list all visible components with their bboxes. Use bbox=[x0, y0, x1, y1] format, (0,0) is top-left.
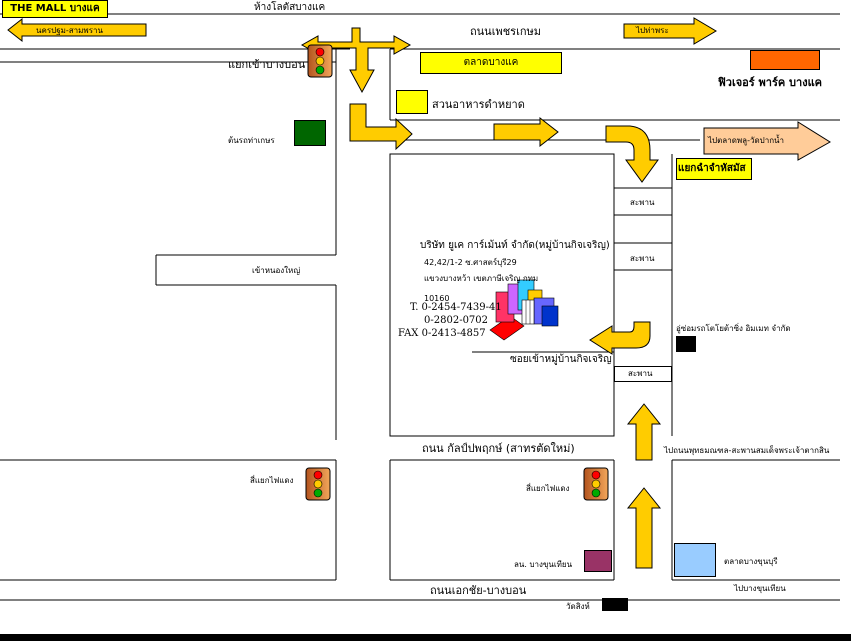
road-lines bbox=[0, 13, 840, 601]
building-icon bbox=[489, 279, 559, 341]
company-address1: 42,42/1-2 ซ.ศาสตร์บุรี29 bbox=[424, 258, 517, 267]
label-department: ตลาดบางขุนบุรี bbox=[724, 557, 778, 566]
label-bridge-3: สะพาน bbox=[628, 369, 653, 378]
future-park-marker bbox=[750, 50, 820, 70]
label-top-road: ห้างโลตัสบางแค bbox=[254, 2, 326, 13]
label-to-rama2: ไปถนนพุทธมณฑล-สะพานสมเด็จพระเจ้าตากสิน bbox=[664, 446, 830, 455]
bottom-bar bbox=[0, 634, 851, 641]
label-toyota: อู่ซ่อมรถโตโยต้าซิ่ง อิมเมท จำกัด bbox=[676, 324, 791, 333]
company-postcode: 10160 bbox=[424, 294, 450, 303]
label-ekkachai: ถนนเอกชัย-บางบอน bbox=[430, 584, 527, 597]
arrow-curve-down bbox=[605, 125, 659, 183]
junction-name-box bbox=[676, 158, 752, 180]
arrow-right-road bbox=[493, 116, 559, 148]
label-bridge-2: สะพาน bbox=[630, 254, 655, 263]
label-light-right: สี่แยกไฟแดง bbox=[526, 484, 570, 493]
label-to-nonglek: เข้าหนองใหญ่ bbox=[252, 266, 301, 275]
company-address2: แขวงบางหว้า เขตภาษีเจริญ กทม bbox=[424, 274, 539, 283]
label-tree-shop: ต้นรถท่าเกษร bbox=[228, 136, 275, 145]
arrow-to-talat-phlu bbox=[703, 121, 831, 161]
traffic-light-icon bbox=[307, 44, 333, 78]
tree-shop-marker bbox=[294, 120, 326, 146]
arrow-to-nakhonpathom bbox=[7, 17, 147, 43]
traffic-light-icon bbox=[305, 467, 331, 501]
map-title: THE MALL บางแค bbox=[2, 0, 108, 18]
label-junction-bangbon: แยกเข้าบางบอน bbox=[228, 58, 306, 71]
label-phetkasem: ถนนเพชรเกษม bbox=[470, 25, 542, 38]
label-light-left: สี่แยกไฟแดง bbox=[250, 476, 294, 485]
label-watsing: วัดสิงห์ bbox=[566, 602, 590, 611]
bridge-box bbox=[614, 366, 672, 382]
arrow-to-thaphra bbox=[623, 17, 717, 45]
label-future-park: ฟิวเจอร์ พาร์ค บางแค bbox=[718, 76, 823, 89]
label-to-bangkhunthian: ไปบางขุนเทียน bbox=[734, 584, 786, 593]
arrow-up-1 bbox=[626, 403, 662, 461]
arrow-up-2 bbox=[626, 487, 662, 569]
label-junction-name: แยกฉำจำหัสมัส bbox=[678, 163, 746, 174]
company-name: บริษัท ยูเค การ์เม้นท์ จำกัด(หมู่บ้านกิจ… bbox=[420, 240, 610, 251]
label-to-talat-phlu: ไปตลาดพลู-วัดปากน้ำ bbox=[708, 136, 785, 145]
company-tel: T. 0-2454-7439-41 bbox=[410, 302, 502, 313]
label-lane-bangkhunthian: ลน. บางขุนเทียน bbox=[514, 560, 573, 569]
company-fax: FAX 0-2413-4857 bbox=[398, 328, 486, 339]
lane-marker bbox=[584, 550, 612, 572]
label-bridge-1: สะพาน bbox=[630, 198, 655, 207]
company-tel2: 0-2802-0702 bbox=[424, 315, 489, 326]
label-to-nakhonpathom: นครปฐม-สามพราน bbox=[36, 26, 103, 35]
toyota-marker bbox=[676, 336, 696, 352]
department-marker bbox=[674, 543, 716, 577]
label-soi-village: ซอยเข้าหมู่บ้านกิจเจริญ bbox=[510, 354, 612, 365]
market-bangkhae: ตลาดบางแค bbox=[420, 52, 562, 74]
label-to-thaphra: ไปท่าพระ bbox=[636, 26, 669, 35]
restaurant-marker bbox=[396, 90, 428, 114]
label-restaurant: สวนอาหารดำหยาด bbox=[432, 98, 525, 111]
arrow-curve-left bbox=[589, 321, 651, 355]
arrow-down-right bbox=[349, 103, 413, 151]
watsing-marker bbox=[602, 598, 628, 611]
traffic-light-icon bbox=[583, 467, 609, 501]
label-kanlapaphruek: ถนน กัลป์ปพฤกษ์ (สาทรตัดใหม่) bbox=[422, 442, 575, 455]
